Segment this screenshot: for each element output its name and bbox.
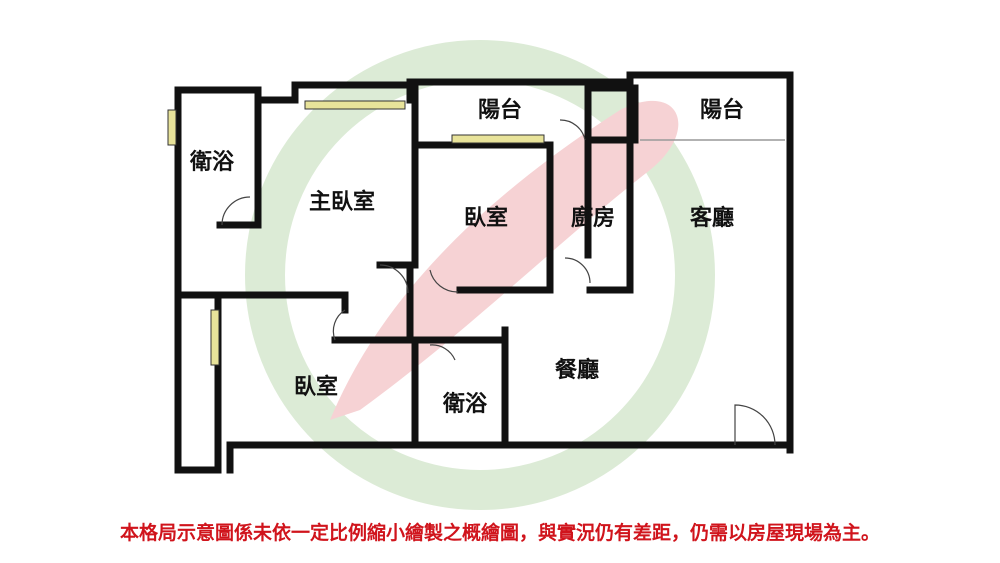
room-label-dining-room: 餐廳 (554, 358, 600, 383)
room-label-master-bedroom: 主臥室 (308, 190, 376, 215)
room-label-bedroom: 臥室 (293, 375, 339, 400)
room-label-bathroom: 衛浴 (442, 392, 488, 417)
room-label-bathroom: 衛浴 (189, 150, 235, 175)
room-label-balcony: 陽台 (477, 98, 523, 123)
room-label-living-room: 客廳 (689, 206, 735, 231)
room-label-bedroom: 臥室 (463, 206, 509, 231)
room-label-kitchen: 廚房 (570, 206, 616, 231)
door-swings (221, 119, 776, 446)
windows (167, 100, 785, 366)
walls (174, 71, 794, 474)
room-label-balcony: 陽台 (699, 98, 745, 123)
disclaimer-note: 本格局示意圖係未依一定比例縮小繪製之概繪圖，與實況仍有差距，仍需以房屋現場為主。 (119, 522, 880, 544)
